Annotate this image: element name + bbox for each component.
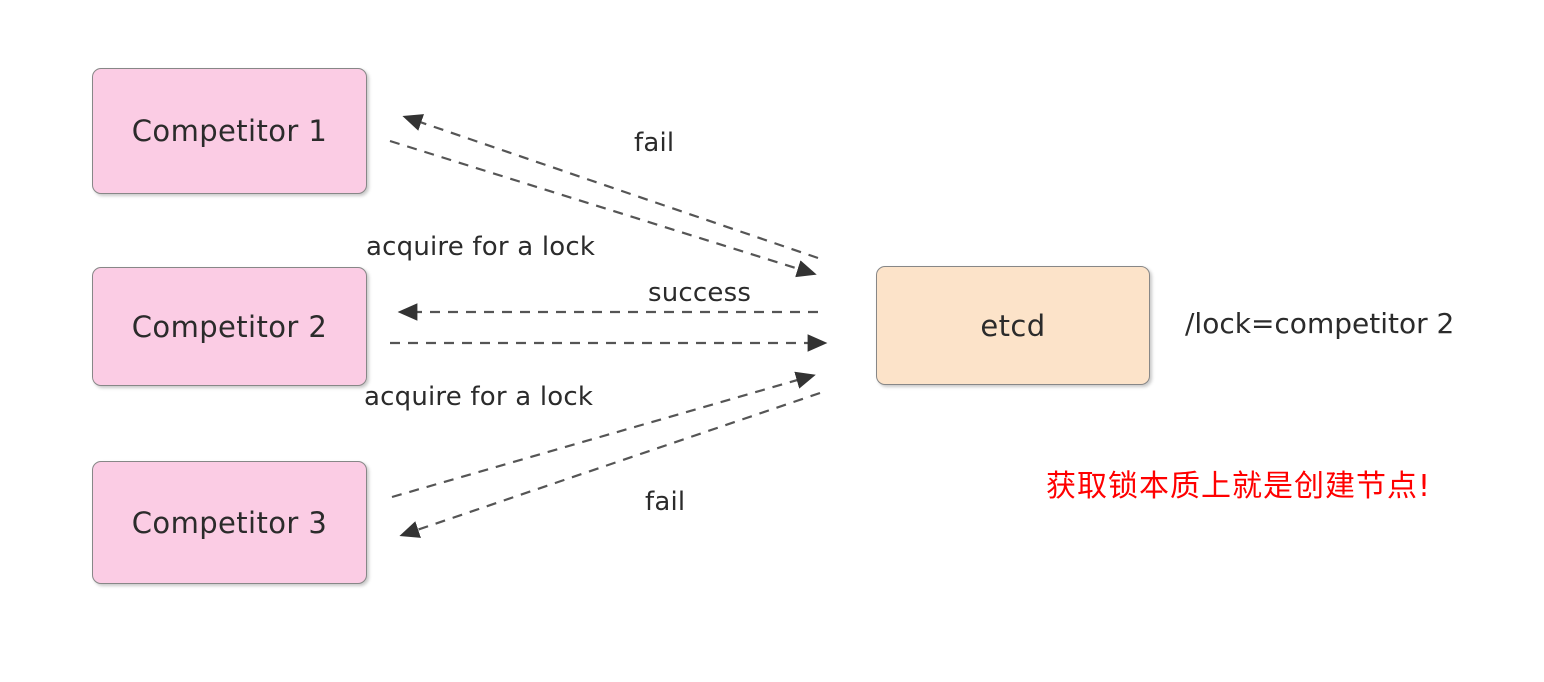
node-etcd-label: etcd — [980, 308, 1046, 343]
annotation-note-chinese: 获取锁本质上就是创建节点! — [1046, 469, 1432, 504]
edge-label-success: success — [648, 278, 752, 308]
node-competitor-2[interactable]: Competitor 2 — [92, 267, 367, 386]
node-competitor-2-label: Competitor 2 — [131, 309, 328, 344]
node-etcd[interactable]: etcd — [876, 266, 1150, 385]
edge-c3-response — [399, 391, 821, 538]
edge-label-acquire-top: acquire for a lock — [366, 232, 596, 262]
edge-label-acquire-bottom: acquire for a lock — [364, 382, 594, 412]
node-competitor-3-label: Competitor 3 — [131, 505, 328, 540]
node-competitor-3[interactable]: Competitor 3 — [92, 461, 367, 584]
node-competitor-1-label: Competitor 1 — [131, 114, 328, 148]
annotation-lock-key: /lock=competitor 2 — [1185, 307, 1455, 340]
node-competitor-1[interactable]: Competitor 1 — [92, 68, 367, 194]
edge-label-fail-top: fail — [634, 128, 675, 158]
edge-group — [389, 114, 828, 538]
edge-label-fail-bottom: fail — [645, 487, 686, 517]
